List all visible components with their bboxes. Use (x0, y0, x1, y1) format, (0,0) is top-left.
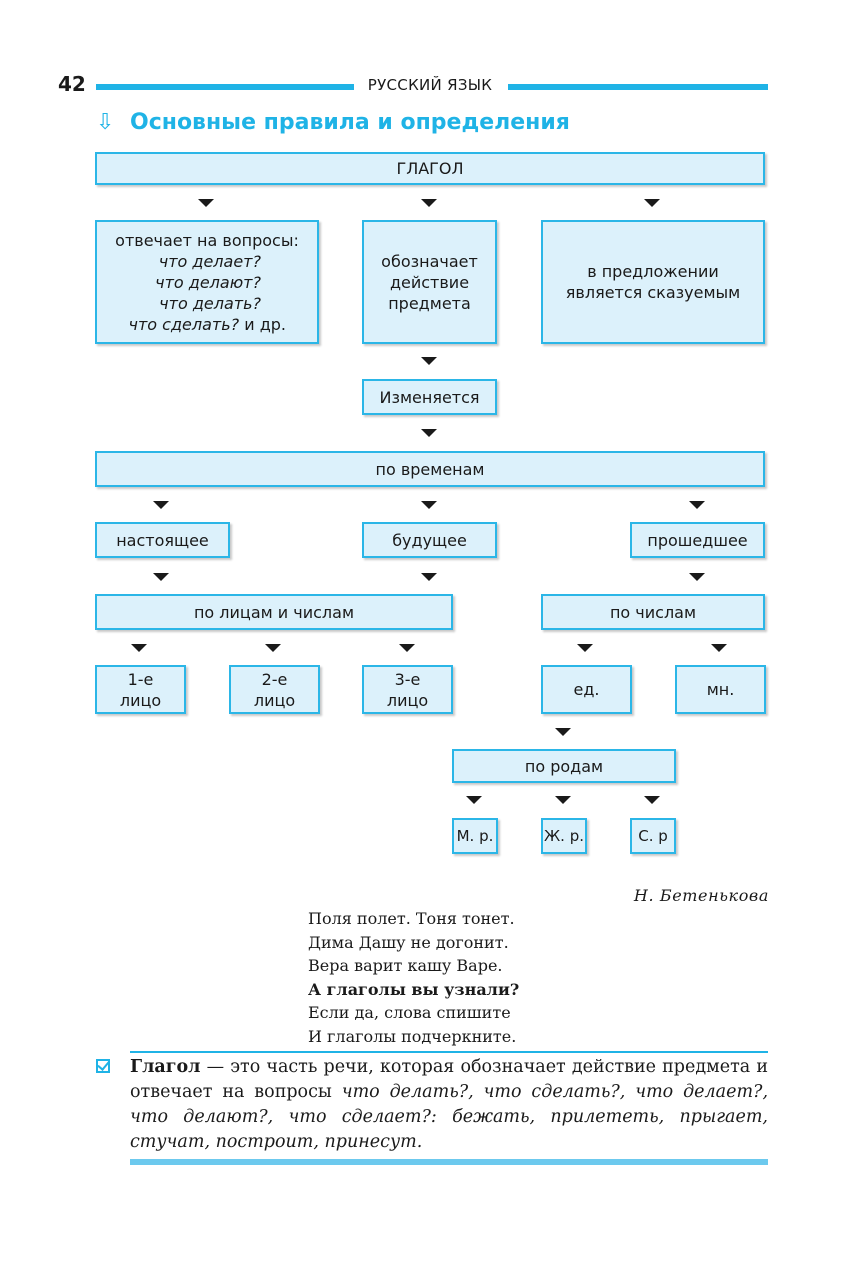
definition-questions: что делать?, что сделать?, что делает?, … (130, 1082, 769, 1127)
definition-top-rule (130, 1051, 768, 1053)
arrow-down-icon (689, 501, 705, 509)
arrow-down-icon (421, 199, 437, 207)
poem-line: Если да, слова спишите (308, 1003, 511, 1022)
arrow-down-icon (131, 644, 147, 652)
box-meaning: обозначает действие предмета (362, 220, 497, 344)
box-masculine-label: М. р. (456, 826, 494, 845)
box-person-3: 3-е лицо (362, 665, 453, 714)
arrow-down-icon (555, 728, 571, 736)
box-role: в предложении является сказуемым (541, 220, 765, 344)
box-by-number-label: по числам (609, 602, 697, 622)
poem-line: А глаголы вы узнали? (308, 979, 520, 999)
down-arrow-icon: ⇩ (96, 110, 115, 135)
poem-line: Вера варит кашу Варе. (308, 956, 503, 975)
box-singular: ед. (541, 665, 632, 714)
arrow-down-icon (399, 644, 415, 652)
definition-body-1: — это часть речи, которая обозначает дей… (130, 1057, 768, 1102)
box-plural-label: мн. (706, 680, 735, 699)
section-title: Основные правила и определения (130, 110, 570, 135)
definition-term: Глагол (130, 1057, 201, 1077)
box-feminine: Ж. р. (541, 818, 587, 854)
arrow-down-icon (421, 501, 437, 509)
questions-intro: отвечает на вопросы: (115, 230, 299, 250)
arrow-down-icon (711, 644, 727, 652)
poem-author: Н. Бетенькова (633, 886, 769, 905)
box-neuter: С. р (630, 818, 676, 854)
arrow-down-icon (198, 199, 214, 207)
box-by-gender: по родам (452, 749, 676, 783)
box-masculine: М. р. (452, 818, 498, 854)
arrow-down-icon (421, 573, 437, 581)
page-number: 42 (58, 72, 86, 96)
box-changes: Изменяется (362, 379, 497, 415)
box-person-1-label: 1-е лицо (119, 669, 162, 710)
question-2: что делают? (155, 272, 261, 292)
box-by-person-number: по лицам и числам (95, 594, 453, 630)
box-present-label: настоящее (116, 530, 209, 550)
box-by-gender-label: по родам (524, 756, 604, 776)
question-4: что сделать? (128, 314, 240, 334)
arrow-down-icon (153, 501, 169, 509)
arrow-down-icon (466, 796, 482, 804)
running-title: РУССКИЙ ЯЗЫК (367, 76, 493, 94)
box-singular-label: ед. (573, 680, 600, 699)
box-person-2-label: 2-е лицо (253, 669, 296, 710)
box-future: будущее (362, 522, 497, 558)
box-questions: отвечает на вопросы: что делает? что дел… (95, 220, 319, 344)
question-1: что делает? (158, 251, 261, 271)
box-by-person-number-label: по лицам и числам (193, 602, 355, 622)
header-rule-right (508, 84, 768, 90)
box-by-tense-label: по временам (375, 459, 485, 479)
box-role-label: в предложении является сказуемым (565, 262, 741, 302)
box-person-3-label: 3-е лицо (386, 669, 429, 710)
arrow-down-icon (644, 199, 660, 207)
definition-text: Глагол — это часть речи, которая обознач… (130, 1055, 768, 1155)
arrow-down-icon (644, 796, 660, 804)
poem: Поля полет. Тоня тонет. Дима Дашу не дог… (308, 907, 519, 1048)
definition-end: . (416, 1132, 423, 1152)
box-neuter-label: С. р (638, 826, 668, 845)
arrow-down-icon (265, 644, 281, 652)
box-meaning-label: обозначает действие предмета (381, 251, 478, 313)
box-by-tense: по временам (95, 451, 765, 487)
arrow-down-icon (689, 573, 705, 581)
definition-examples: бежать, прилететь, прыгает, стучат, пост… (130, 1107, 768, 1152)
poem-line: Дима Дашу не догонит. (308, 932, 509, 952)
box-person-1: 1-е лицо (95, 665, 186, 714)
box-changes-label: Изменяется (379, 387, 480, 407)
definition-colon: : (430, 1107, 453, 1127)
box-verb: ГЛАГОЛ (95, 152, 765, 185)
question-4-suffix: и др. (239, 314, 286, 334)
box-past: прошедшее (630, 522, 765, 558)
poem-line: И глаголы подчеркните. (308, 1026, 517, 1046)
arrow-down-icon (421, 357, 437, 365)
box-person-2: 2-е лицо (229, 665, 320, 714)
arrow-down-icon (153, 573, 169, 581)
arrow-down-icon (555, 796, 571, 804)
question-3: что делать? (159, 293, 261, 313)
definition-bottom-rule (130, 1159, 768, 1165)
header-rule-left (96, 84, 354, 90)
box-verb-label: ГЛАГОЛ (396, 159, 464, 178)
arrow-down-icon (577, 644, 593, 652)
box-plural: мн. (675, 665, 766, 714)
box-future-label: будущее (392, 530, 467, 550)
box-present: настоящее (95, 522, 230, 558)
arrow-down-icon (421, 429, 437, 437)
box-by-number: по числам (541, 594, 765, 630)
poem-line: Поля полет. Тоня тонет. (308, 909, 515, 928)
box-feminine-label: Ж. р. (544, 826, 584, 845)
checkbox-check-icon (96, 1059, 110, 1073)
box-past-label: прошедшее (647, 530, 748, 550)
